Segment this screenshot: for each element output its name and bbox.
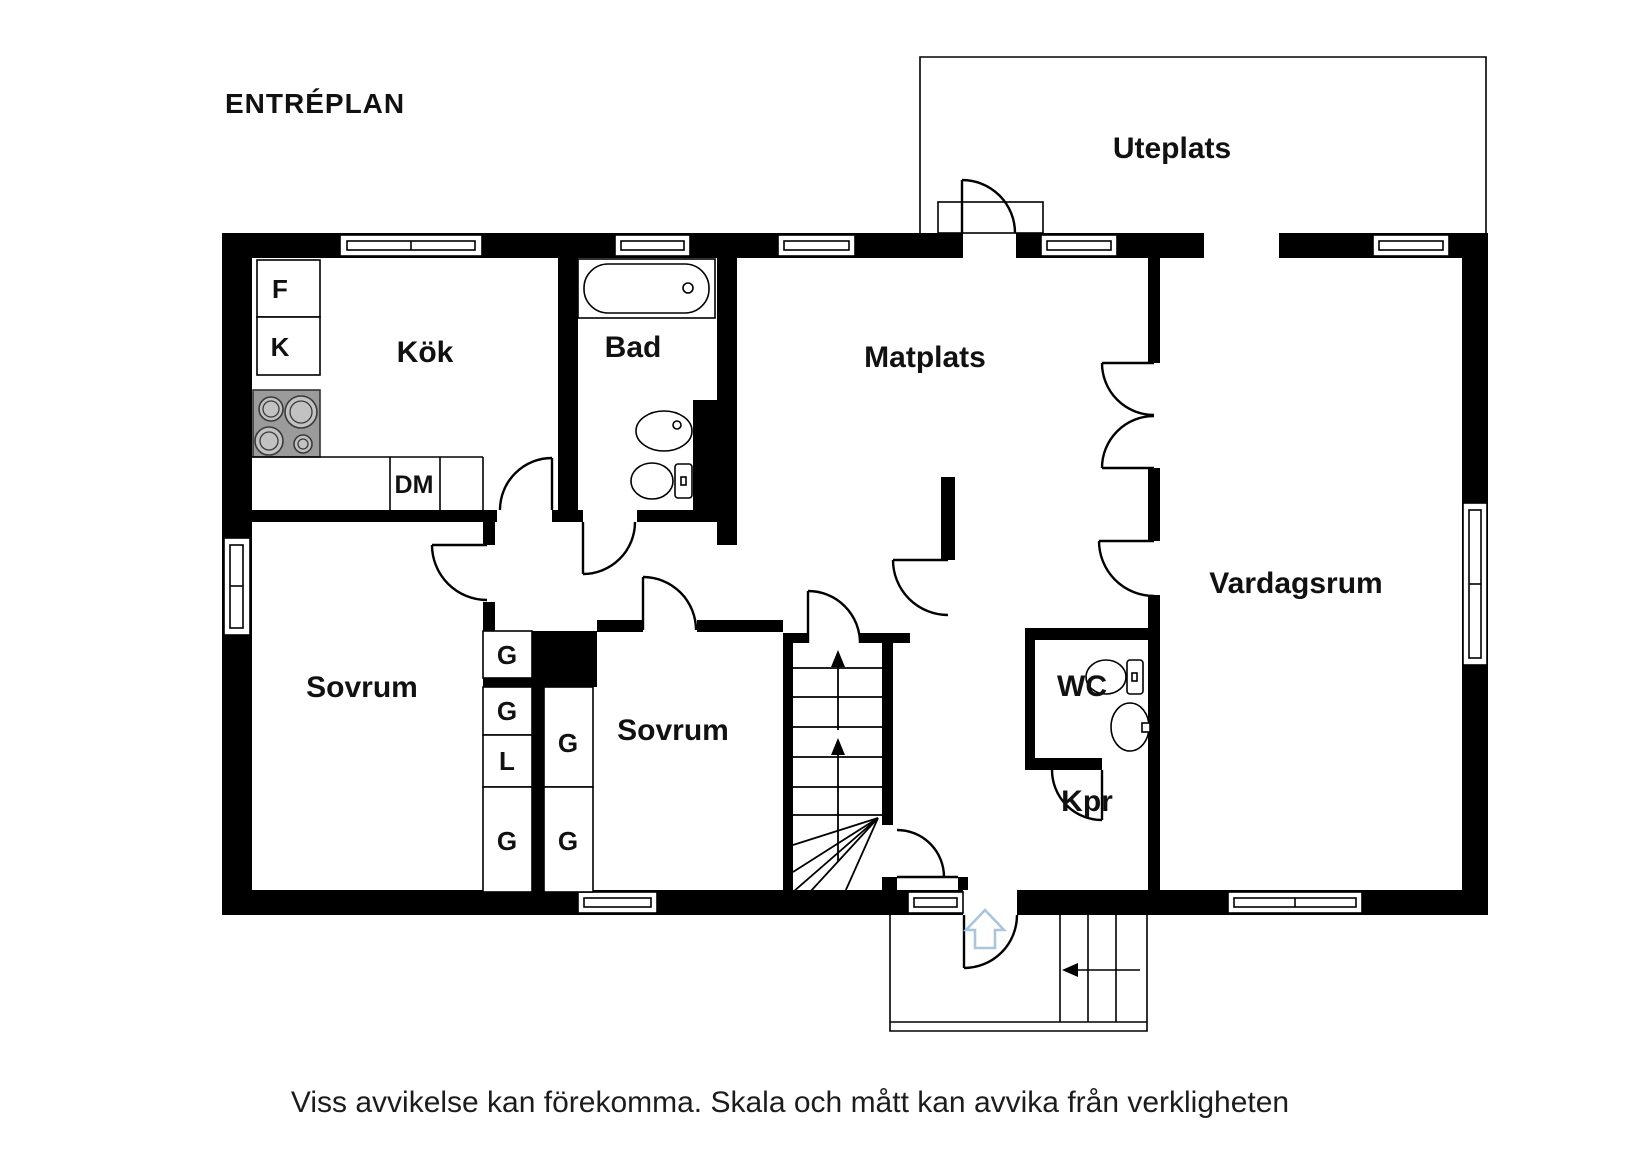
window-matplats-right (1040, 234, 1118, 257)
window-vardagsrum-bottom (1227, 891, 1363, 914)
wall-closet-sep (483, 678, 532, 687)
window-entrance (907, 891, 964, 914)
kitchen-counter (252, 456, 484, 510)
window-bad (614, 234, 691, 257)
label-freezer: K (271, 332, 290, 362)
closet-g3 (482, 786, 533, 893)
room-label-sovrum1: Sovrum (306, 671, 418, 704)
wall-kok-bad (558, 258, 578, 510)
door-matplats-kpr (1097, 539, 1155, 598)
wall-wc-left (1025, 628, 1035, 770)
wall-kok-sovrum (252, 510, 497, 522)
room-label-vardagsrum: Vardagsrum (1209, 567, 1382, 600)
entry-arrow-icon (962, 908, 1008, 950)
room-label-kpr: Kpr (1061, 785, 1113, 818)
wall-hall-a (552, 510, 583, 522)
wall-wc-top (1025, 628, 1160, 640)
freezer-cabinet (256, 316, 321, 376)
closets (482, 630, 594, 893)
label-wardrobe-5: G (558, 826, 578, 856)
stove-icon (252, 389, 321, 458)
wall-sovrum2-b (697, 620, 783, 632)
window-vardagsrum-top (1372, 234, 1450, 257)
outdoor-stair-direction-arrow (1062, 963, 1140, 977)
door-wc (1050, 769, 1104, 822)
wall-vestibule-stub (882, 877, 897, 890)
door-uteplats (937, 178, 1044, 234)
doors (430, 178, 1155, 970)
window-kok (339, 234, 483, 257)
room-label-kok: Kök (397, 336, 454, 369)
label-wardrobe-4: G (558, 728, 578, 758)
wall-hall-b (637, 510, 717, 522)
wall-kpr-vardagsrum (1148, 595, 1160, 890)
closet-l (482, 734, 533, 788)
bathtub-icon (577, 258, 716, 319)
staircase (792, 650, 882, 893)
label-wardrobe-2: G (497, 696, 517, 726)
label-wardrobe-1: G (497, 640, 517, 670)
window-vardagsrum-right (1462, 502, 1488, 666)
wall-vestibule-pier (958, 877, 968, 890)
door-bad (581, 521, 637, 576)
uteplats-outline (919, 56, 1487, 233)
room-label-matplats: Matplats (864, 341, 986, 374)
room-label-wc: WC (1057, 670, 1107, 703)
room-label-sovrum2: Sovrum (617, 714, 729, 747)
kitchen-fixtures (252, 259, 484, 510)
label-wardrobe-3: G (497, 826, 517, 856)
window-sovrum1 (223, 537, 251, 636)
label-dishwasher: DM (395, 471, 434, 499)
wall-matplats-vardagsrum-a (1148, 258, 1160, 363)
closet-g5 (543, 786, 594, 893)
disclaimer-text: Viss avvikelse kan förekomma. Skala och … (291, 1086, 1289, 1119)
windows (223, 234, 1488, 914)
wall-bad-niche (693, 400, 717, 517)
room-label-bad: Bad (605, 331, 662, 364)
wall-stair-top-a (783, 633, 808, 643)
wall-wc-bottom (1025, 758, 1102, 770)
stair-winders (792, 817, 879, 893)
window-matplats (777, 234, 856, 257)
fridge-cabinet (256, 259, 321, 318)
wall-stair-top-b (860, 633, 910, 643)
page-title: ENTRÉPLAN (225, 88, 405, 119)
door-double-vardagsrum (1100, 361, 1155, 470)
sink-icon (1110, 702, 1151, 752)
wc-fixtures (1085, 659, 1151, 752)
door-hall-matplats (891, 558, 949, 617)
door-kok (498, 456, 554, 511)
room-label-uteplats: Uteplats (1113, 132, 1231, 165)
wall-matplats-vardagsrum-b (1148, 468, 1160, 541)
labels: ENTRÉPLAN Uteplats Kök Bad Matplats Vard… (225, 88, 1383, 1119)
wall-bad-matplats (717, 258, 737, 545)
wall-stair-right (882, 643, 893, 825)
label-fridge: F (272, 274, 288, 304)
door-sovrum1 (430, 543, 488, 602)
closet-g2 (482, 686, 533, 736)
porch-outline (889, 915, 1148, 1032)
toilet-icon (1085, 659, 1144, 695)
door-vestibule (896, 828, 958, 879)
door-stair-hall (806, 589, 862, 644)
wall-sovrum1-a (483, 522, 495, 545)
wall-stair-left (783, 633, 793, 892)
wall-closet-divider (532, 631, 544, 892)
sink-icon (635, 410, 693, 452)
wall-hall-matplats-stub (941, 477, 955, 560)
stair-up-arrow (831, 650, 845, 862)
bathroom-fixtures (577, 258, 716, 500)
door-sovrum2 (641, 575, 698, 631)
toilet-icon (630, 462, 693, 500)
door-entrance (962, 914, 1019, 970)
window-sovrum2 (577, 891, 658, 914)
closet-g1 (482, 630, 533, 679)
wall-sovrum2-a (597, 620, 643, 632)
wall-closet-block (532, 631, 597, 687)
wall-sovrum1-b (483, 602, 495, 631)
label-linen-closet: L (499, 746, 515, 776)
